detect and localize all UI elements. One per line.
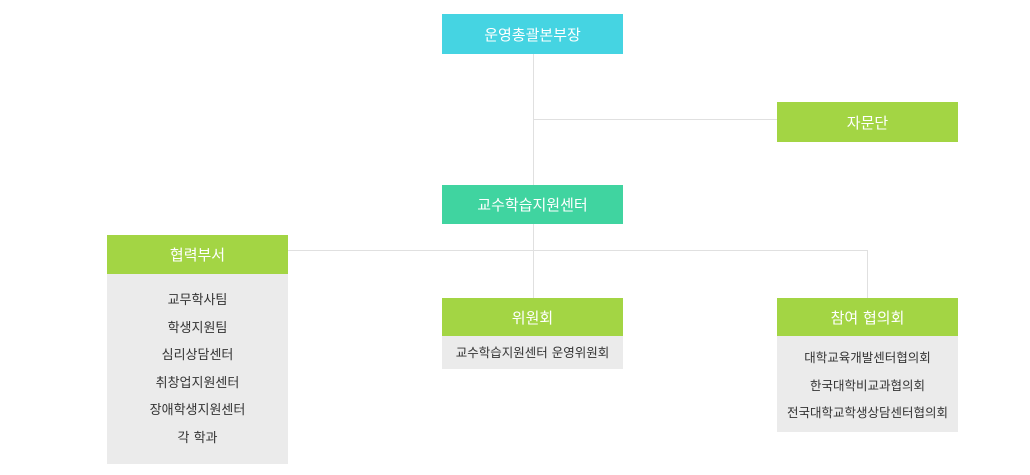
list-item: 한국대학비교과협의회	[809, 377, 925, 393]
list-item: 취창업지원센터	[155, 375, 240, 391]
list-item: 학생지원팀	[167, 320, 228, 336]
council-panel: 대학교육개발센터협의회 한국대학비교과협의회 전국대학교학생상담센터협의회	[777, 336, 958, 432]
list-item: 각 학과	[177, 430, 218, 446]
committee-panel: 교수학습지원센터 운영위원회	[442, 336, 623, 369]
center-label: 교수학습지원센터	[477, 196, 588, 214]
top-director-label: 운영총괄본부장	[484, 25, 581, 44]
list-item: 교수학습지원센터 운영위원회	[455, 345, 610, 360]
connector-center-down	[533, 224, 534, 298]
list-item: 대학교육개발센터협의회	[804, 350, 931, 365]
advisory-label: 자문단	[846, 113, 889, 132]
connector-to-council	[867, 250, 868, 298]
list-item: 장애학생지원센터	[149, 403, 246, 418]
center-box: 교수학습지원센터	[442, 185, 623, 224]
list-item: 교무학사팀	[167, 293, 228, 308]
connector-horizontal-branch	[288, 250, 868, 251]
committee-label: 위원회	[511, 308, 554, 327]
council-label: 참여 협의회	[830, 308, 905, 327]
committee-header: 위원회	[442, 298, 623, 336]
list-item: 전국대학교학생상담센터협의회	[786, 405, 948, 420]
cooperation-panel: 교무학사팀 학생지원팀 심리상담센터 취창업지원센터 장애학생지원센터 각 학과	[107, 274, 288, 464]
cooperation-label: 협력부서	[169, 246, 226, 264]
advisory-box: 자문단	[777, 102, 958, 142]
council-header: 참여 협의회	[777, 298, 958, 336]
connector-to-advisory	[533, 119, 778, 120]
cooperation-header: 협력부서	[107, 235, 288, 274]
list-item: 심리상담센터	[161, 348, 234, 363]
top-director-box: 운영총괄본부장	[442, 14, 623, 54]
